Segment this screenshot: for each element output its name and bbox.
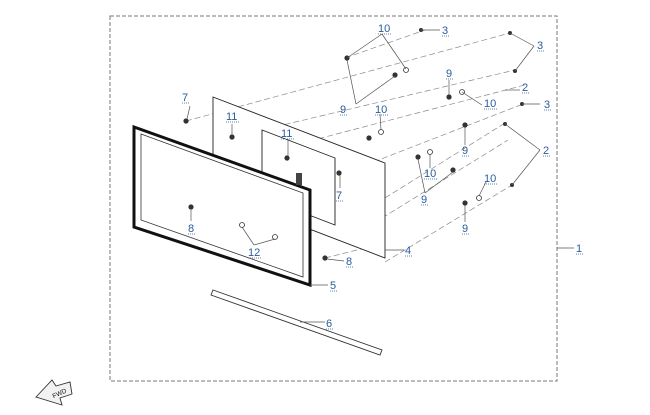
callout-7-center: 7 bbox=[336, 190, 342, 202]
callout-6: 6 bbox=[326, 318, 332, 330]
callout-3-top: 3 bbox=[442, 25, 448, 37]
callout-10-right: 10 bbox=[484, 98, 496, 110]
callout-7-left: 7 bbox=[182, 92, 188, 104]
callouts: 1 2 2 3 3 3 4 5 6 7 7 8 8 9 9 9 9 9 10 1… bbox=[182, 23, 582, 330]
callout-10-top: 10 bbox=[378, 23, 390, 35]
callout-8-bottom: 8 bbox=[346, 256, 352, 268]
callout-9-low: 9 bbox=[421, 194, 427, 206]
callout-3-mid: 3 bbox=[544, 99, 550, 111]
callout-2-lower: 2 bbox=[543, 145, 549, 157]
assembly-boundary bbox=[109, 15, 558, 382]
callout-9-top: 9 bbox=[446, 68, 452, 80]
washers bbox=[239, 67, 482, 240]
callout-11-left: 11 bbox=[226, 111, 237, 123]
seal-strip bbox=[210, 289, 383, 356]
front-cover-inner bbox=[140, 133, 304, 278]
fwd-arrow-icon: FWD bbox=[35, 379, 73, 406]
callout-8-left: 8 bbox=[188, 223, 194, 235]
callout-12: 12 bbox=[248, 247, 260, 259]
leader-lines bbox=[186, 29, 574, 323]
callout-10-mid: 10 bbox=[424, 168, 436, 180]
callout-5: 5 bbox=[330, 280, 336, 292]
callout-2-upper: 2 bbox=[522, 82, 528, 94]
callout-9-bottom: 9 bbox=[462, 223, 468, 235]
callout-10-low: 10 bbox=[484, 173, 496, 185]
callout-9-left: 9 bbox=[340, 104, 346, 116]
bolts bbox=[183, 28, 524, 261]
callout-4: 4 bbox=[405, 245, 411, 257]
latch bbox=[296, 173, 302, 185]
callout-1: 1 bbox=[576, 243, 582, 255]
callout-9-mid: 9 bbox=[462, 145, 468, 157]
callout-3-right: 3 bbox=[537, 40, 543, 52]
callout-11-center: 11 bbox=[281, 128, 292, 140]
callout-underlines bbox=[182, 33, 583, 330]
callout-10-center: 10 bbox=[375, 104, 387, 116]
